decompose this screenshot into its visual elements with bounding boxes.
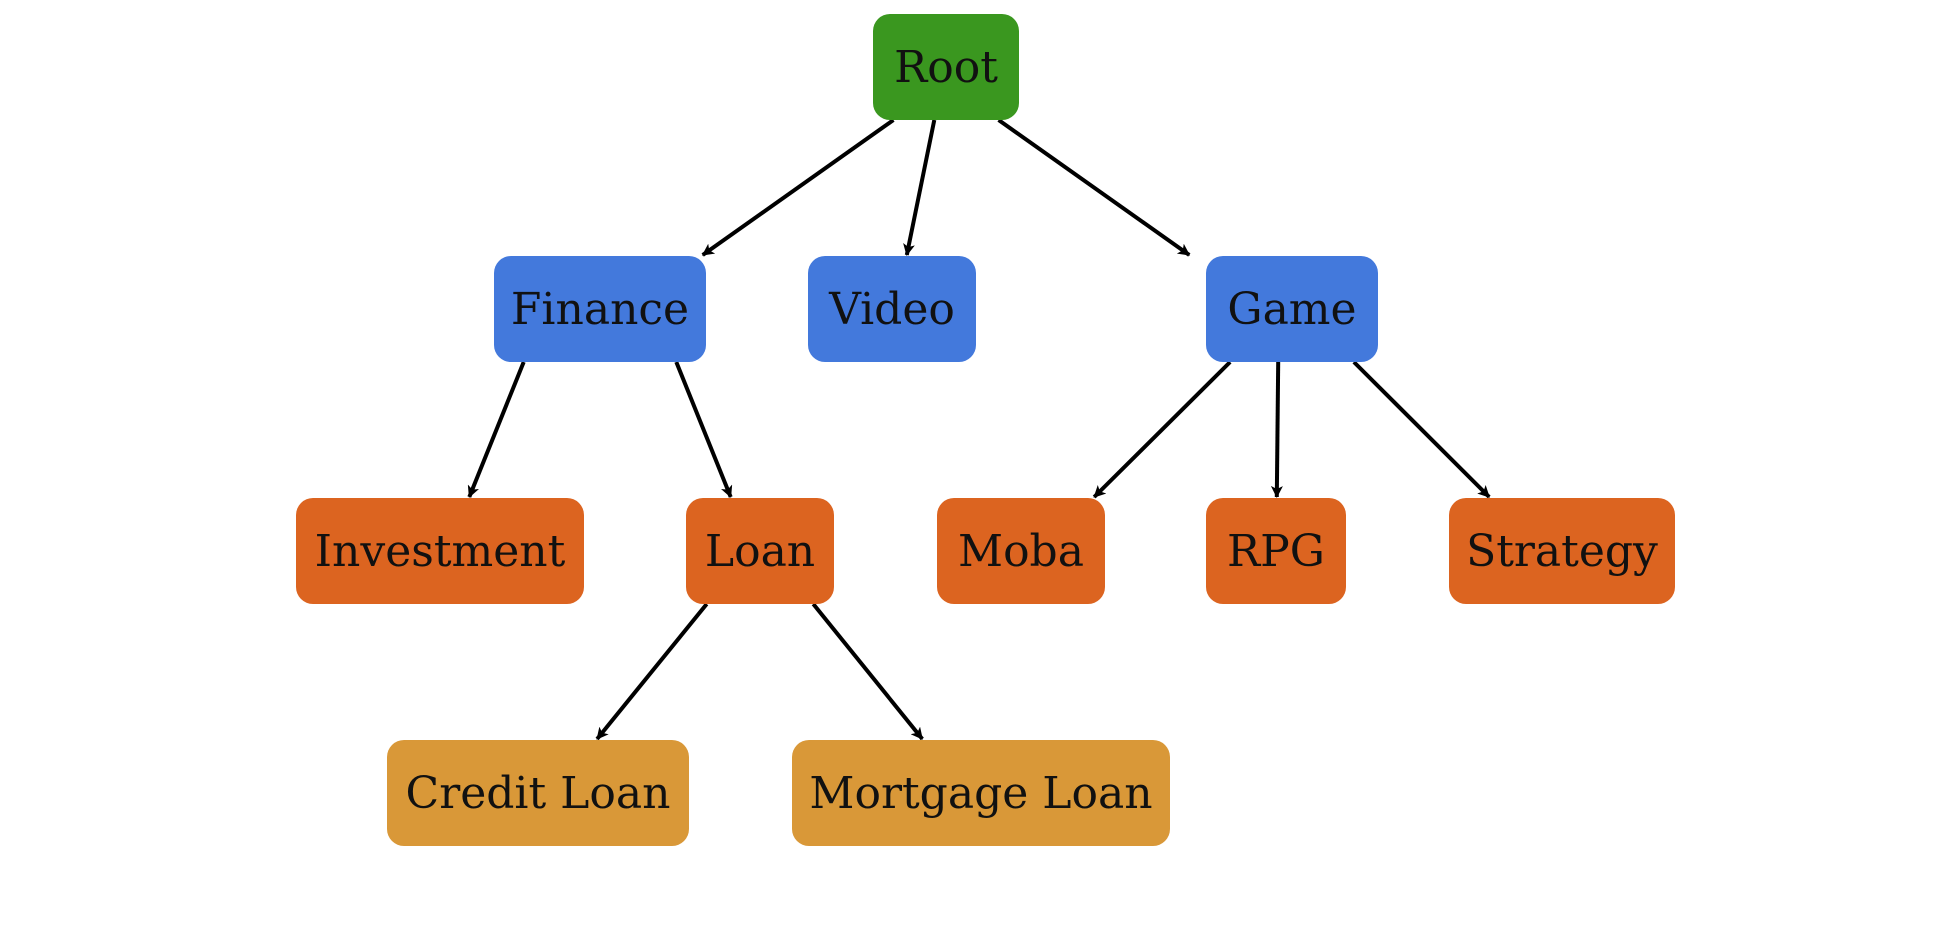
edge-root-to-video	[903, 119, 937, 256]
edge-root-to-finance	[701, 118, 895, 257]
node-video: Video	[808, 256, 976, 362]
edge-loan-to-credit_loan	[595, 602, 709, 741]
edge-root-to-game	[997, 118, 1191, 257]
node-strategy: Strategy	[1449, 498, 1675, 604]
edge-game-to-strategy	[1352, 360, 1491, 499]
node-rpg: RPG	[1206, 498, 1346, 604]
node-game: Game	[1206, 256, 1378, 362]
edge-game-to-moba	[1092, 360, 1232, 499]
edge-finance-to-investment	[467, 361, 526, 498]
node-mortgage-loan: Mortgage Loan	[792, 740, 1170, 846]
node-root: Root	[873, 14, 1019, 120]
edge-finance-to-loan	[674, 361, 733, 498]
node-loan: Loan	[686, 498, 834, 604]
edge-loan-to-mortgage_loan	[811, 602, 924, 741]
node-finance: Finance	[494, 256, 706, 362]
edge-game-to-rpg	[1270, 361, 1283, 498]
node-credit-loan: Credit Loan	[387, 740, 689, 846]
node-investment: Investment	[296, 498, 584, 604]
node-moba: Moba	[937, 498, 1105, 604]
